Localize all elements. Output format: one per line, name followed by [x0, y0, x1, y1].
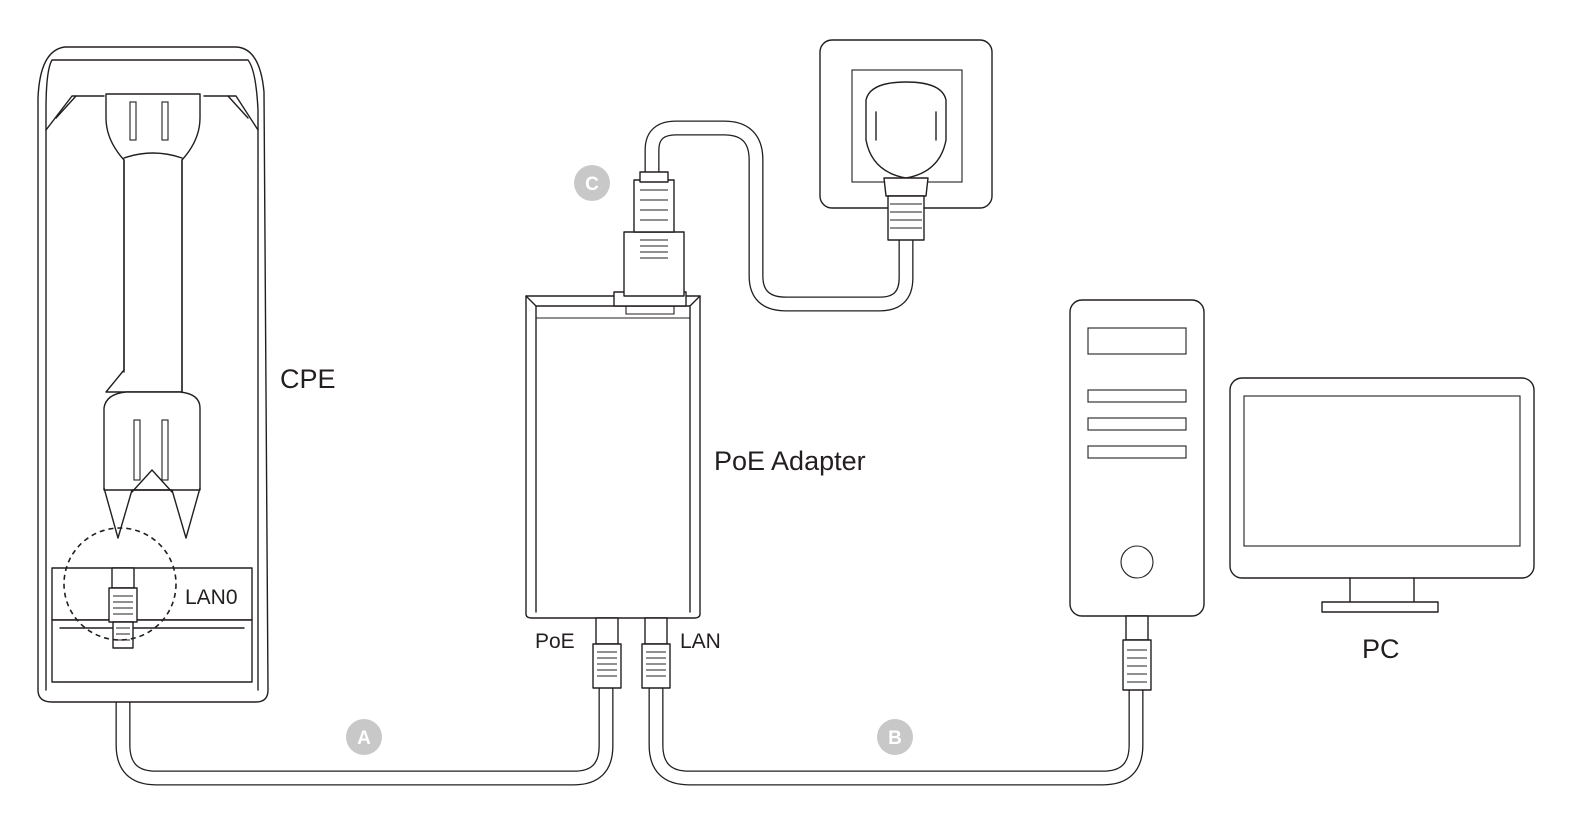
badge-c: C: [574, 165, 610, 201]
pc-monitor: [1229, 377, 1535, 613]
poe-port-plug: [592, 617, 622, 689]
svg-text:A: A: [357, 728, 371, 749]
poe-adapter-label: PoE Adapter: [714, 446, 866, 476]
lan0-label: LAN0: [185, 586, 238, 609]
poe-adapter-device: [525, 291, 701, 619]
cpe-ethernet-plug: [108, 567, 138, 649]
lan0-highlight-circle: [63, 527, 177, 641]
cable-a: [115, 642, 614, 786]
poe-port-label: PoE: [535, 630, 575, 653]
pc-ethernet-plug: [1122, 615, 1152, 691]
power-plug-c: [623, 171, 685, 297]
lan-port-plug: [641, 617, 671, 689]
power-button-icon: [1120, 545, 1154, 579]
badge-b: B: [877, 719, 913, 755]
cpe-label: CPE: [280, 364, 336, 394]
pc-tower: [1069, 299, 1205, 617]
cpe-port-panel: [51, 567, 253, 621]
svg-text:B: B: [888, 728, 902, 749]
svg-text:C: C: [585, 174, 599, 195]
cpe-mounting-strap: [103, 93, 201, 539]
cable-c: [644, 120, 914, 312]
lan-port-label: LAN: [680, 630, 721, 653]
badge-a: A: [346, 719, 382, 755]
cable-b: [648, 682, 1144, 786]
pc-label: PC: [1362, 634, 1400, 664]
cpe-device: [37, 46, 269, 703]
wall-socket: [819, 39, 993, 241]
